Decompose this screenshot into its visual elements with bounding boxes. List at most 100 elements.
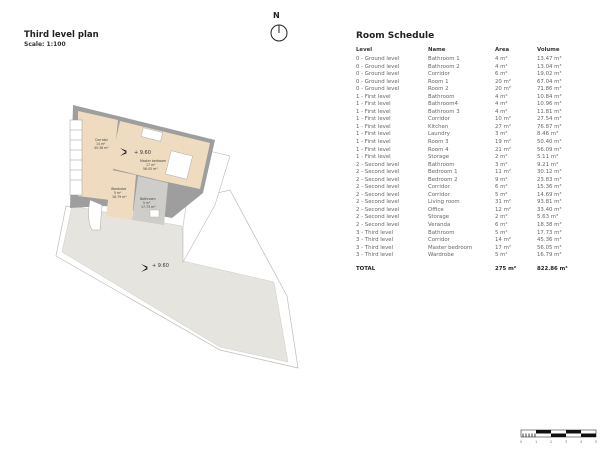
- north-label: N: [273, 11, 280, 20]
- room-label: Wardrobe: [111, 187, 126, 191]
- room-label: Corridor: [95, 138, 109, 142]
- stairs: [69, 119, 83, 196]
- cell-name: Corridor: [428, 237, 450, 244]
- cell-level: 1 - First level: [356, 108, 391, 115]
- scale-bar-label: 3: [565, 440, 567, 444]
- cell-level: 2 - Second level: [356, 222, 400, 229]
- cell-volume: 15.36 m³: [537, 184, 562, 191]
- cell-area: 4 m²: [495, 93, 508, 100]
- cell-area: 6 m²: [495, 71, 508, 78]
- scale-bar-label: 2: [550, 440, 552, 444]
- cell-level: 1 - First level: [356, 123, 391, 130]
- room-area: 17 m²: [146, 163, 156, 167]
- cell-name: Corridor: [428, 184, 450, 191]
- cell-level: 1 - First level: [356, 116, 391, 123]
- cell-name: Storage: [428, 154, 450, 161]
- header-volume: Volume: [537, 47, 560, 54]
- cell-level: 2 - Second level: [356, 161, 400, 168]
- cell-level: 1 - First level: [356, 131, 391, 138]
- room-area: 14 m²: [96, 142, 106, 146]
- cell-level: 3 - Third level: [356, 237, 394, 244]
- plan-title: Third level plan: [24, 30, 99, 40]
- cell-area: 21 m²: [495, 146, 511, 153]
- cell-volume: 17.73 m³: [537, 229, 562, 236]
- room-volume: 16.79 m³: [112, 195, 127, 199]
- cell-level: 2 - Second level: [356, 191, 400, 198]
- cell-name: Kitchen: [428, 123, 449, 130]
- level-mark-icon: [141, 264, 148, 272]
- cell-area: 2 m²: [495, 154, 508, 161]
- level-mark: + 9.60: [134, 150, 151, 156]
- cell-name: Master bedroom: [428, 244, 473, 251]
- cell-area: 4 m²: [495, 63, 508, 70]
- cell-volume: 13.04 m³: [537, 63, 562, 70]
- cell-level: 0 - Ground level: [356, 78, 400, 85]
- cell-area: 9 m²: [495, 176, 508, 183]
- cell-level: 2 - Second level: [356, 169, 400, 176]
- cell-name: Room 1: [428, 78, 449, 85]
- schedule-title: Room Schedule: [356, 31, 435, 41]
- cell-name: Bathroom 1: [428, 56, 460, 62]
- cell-name: Room 4: [428, 146, 449, 153]
- total-volume: 822.86 m³: [537, 265, 568, 272]
- cell-level: 2 - Second level: [356, 176, 400, 183]
- cell-level: 2 - Second level: [356, 199, 400, 206]
- scale-bar-label: 5: [595, 440, 597, 444]
- cell-level: 1 - First level: [356, 93, 391, 100]
- cell-level: 1 - First level: [356, 101, 391, 108]
- total-label: TOTAL: [356, 265, 376, 272]
- cell-volume: 11.81 m³: [537, 108, 562, 115]
- cell-area: 4 m²: [495, 101, 508, 108]
- plan-scale: Scale: 1:100: [24, 41, 66, 48]
- cell-name: Office: [428, 206, 444, 213]
- cell-name: Living room: [428, 199, 460, 206]
- cell-volume: 71.86 m³: [537, 86, 562, 93]
- cell-volume: 10.84 m³: [537, 93, 562, 100]
- cell-area: 12 m²: [495, 206, 511, 213]
- scale-bar-label: 0: [520, 440, 522, 444]
- cell-name: Laundry: [428, 131, 450, 138]
- room-label: Bathroom: [140, 197, 156, 201]
- cell-area: 17 m²: [495, 244, 511, 251]
- cell-area: 4 m²: [495, 56, 508, 62]
- cell-level: 2 - Second level: [356, 206, 400, 213]
- room-area: 5 m²: [114, 191, 122, 195]
- cell-name: Bedroom 1: [428, 169, 458, 176]
- cell-area: 6 m²: [495, 184, 508, 191]
- cell-volume: 18.38 m³: [537, 222, 562, 229]
- cell-area: 3 m²: [495, 131, 508, 138]
- cell-level: 1 - First level: [356, 139, 391, 146]
- floor-plan: Corridor 14 m² 45.36 m³ Master bedroom 1…: [55, 105, 299, 369]
- cell-area: 11 m²: [495, 169, 511, 176]
- desk: [140, 127, 163, 142]
- cell-name: Corridor: [428, 71, 450, 78]
- cell-area: 31 m²: [495, 199, 511, 206]
- room-label: Master bedroom: [140, 159, 166, 163]
- cell-area: 20 m²: [495, 78, 511, 85]
- cell-volume: 45.36 m³: [537, 237, 562, 244]
- cell-level: 0 - Ground level: [356, 56, 400, 62]
- room-volume: 45.36 m³: [94, 146, 109, 150]
- cell-level: 0 - Ground level: [356, 71, 400, 78]
- cell-level: 3 - Third level: [356, 229, 394, 236]
- cell-volume: 10.96 m³: [537, 101, 562, 108]
- cell-area: 19 m²: [495, 139, 511, 146]
- header-level: Level: [356, 47, 373, 54]
- cell-volume: 14.69 m³: [537, 191, 562, 198]
- cell-name: Wardrobe: [428, 252, 454, 259]
